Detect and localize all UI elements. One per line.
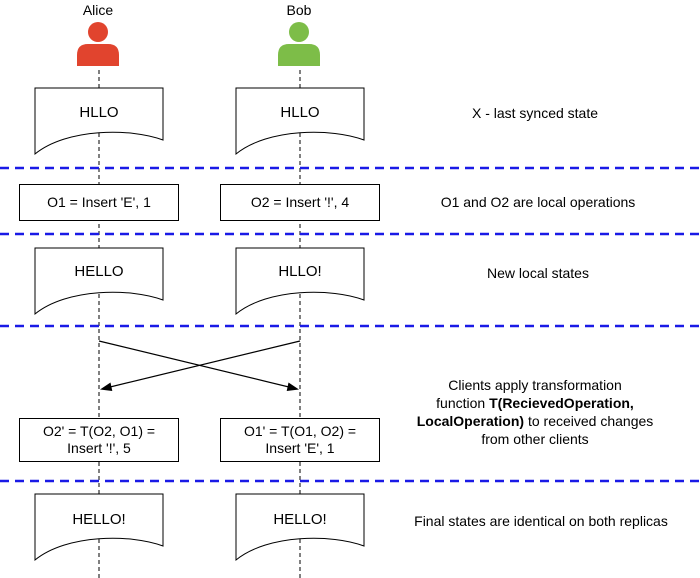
- alice-name: Alice: [82, 2, 114, 18]
- note-local-ops: O1 and O2 are local operations: [440, 194, 636, 210]
- bob-name: Bob: [286, 2, 312, 18]
- alice-doc-shape-2: [34, 247, 164, 316]
- bob-state-final: HELLO!: [273, 511, 327, 528]
- bob-doc-shape-2: [235, 247, 365, 316]
- note-local-states: New local states: [487, 265, 589, 281]
- arrow-bob-to-alice: [105, 340, 301, 389]
- alice-transformed-op-line2: Insert '!', 5: [67, 440, 131, 456]
- note-transformation-line2: function T(RecievedOperation,: [436, 395, 634, 411]
- alice-person-icon: [77, 22, 119, 66]
- alice-transformed-op-line1: O2' = T(O2, O1) =: [42, 423, 156, 439]
- bob-state-2: HLLO!: [278, 263, 322, 280]
- arrowhead-alice: [100, 382, 113, 391]
- alice-op-box: O1 = Insert 'E', 1: [19, 184, 179, 221]
- alice-doc-shape-3: [34, 493, 164, 562]
- arrowhead-bob: [286, 382, 299, 391]
- bob-op-box: O2 = Insert '!', 4: [220, 184, 380, 221]
- bob-doc-shape-3: [235, 493, 365, 562]
- alice-op-text: O1 = Insert 'E', 1: [47, 194, 151, 210]
- alice-state-1: HLLO: [79, 104, 119, 121]
- bob-person-icon: [278, 22, 320, 66]
- note-transformation-line4: from other clients: [481, 431, 589, 447]
- note-final-states: Final states are identical on both repli…: [414, 513, 668, 529]
- bob-transformed-op-line1: O1' = T(O1, O2) =: [243, 423, 357, 439]
- bob-doc-shape-1: [235, 87, 365, 156]
- alice-state-final: HELLO!: [72, 511, 126, 528]
- alice-transformed-op-box: O2' = T(O2, O1) = Insert '!', 5: [19, 418, 179, 462]
- alice-doc-shape-1: [34, 87, 164, 156]
- bob-transformed-op-box: O1' = T(O1, O2) = Insert 'E', 1: [220, 418, 380, 462]
- bob-transformed-op-line2: Insert 'E', 1: [265, 440, 335, 456]
- bob-op-text: O2 = Insert '!', 4: [250, 194, 350, 210]
- note-transformation-line1: Clients apply transformation: [448, 377, 622, 393]
- note-transformation: Clients apply transformation function T(…: [395, 376, 675, 448]
- arrow-alice-to-bob: [98, 340, 294, 389]
- bob-state-1: HLLO: [280, 104, 320, 121]
- note-transformation-line3: LocalOperation) to received changes: [416, 413, 654, 429]
- note-synced-state: X - last synced state: [471, 105, 599, 121]
- alice-state-2: HELLO: [74, 263, 124, 280]
